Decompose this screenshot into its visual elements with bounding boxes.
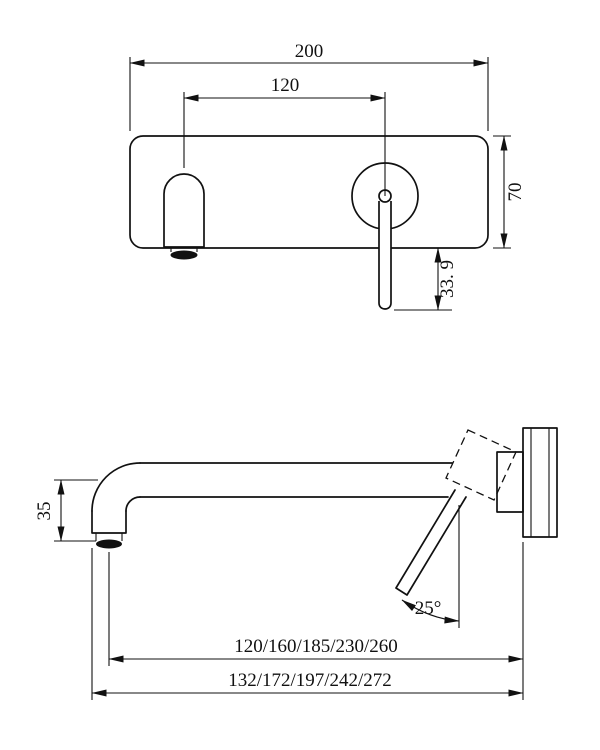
- dim-centre-distance-label: 120: [271, 75, 300, 96]
- outlet-aerator-step: [95, 533, 123, 541]
- dim-spout-reach-label: 120/160/185/230/260: [234, 636, 398, 657]
- dim-spout-reach-extensions: [108, 542, 524, 700]
- spout-aerator-step: [170, 247, 198, 252]
- mounting-plate: [129, 135, 489, 249]
- dim-overall-reach-label: 132/172/197/242/272: [228, 670, 392, 691]
- dim-handle-angle-label: 25°: [415, 598, 442, 619]
- dim-plate-height-label: 70: [505, 183, 526, 202]
- wall-plate-inner-lines: [530, 428, 550, 537]
- dim-outlet-drop: 35: [34, 479, 98, 542]
- dim-plate-height: 70: [493, 135, 526, 249]
- dim-plate-width-label: 200: [295, 41, 324, 62]
- valve-body: [496, 451, 524, 513]
- spout-outlet: [91, 510, 127, 534]
- dim-lever-projection-label: 33. 9: [437, 260, 458, 298]
- outlet-aerator-opening: [96, 539, 122, 549]
- dim-spout-reach: 120/160/185/230/260: [108, 542, 524, 700]
- dim-centre-distance-extensions: [183, 92, 386, 196]
- top-view: 200 120 70 33. 9: [129, 41, 526, 311]
- spout-aerator-opening: [170, 250, 198, 260]
- handle-lever-side: [395, 489, 467, 596]
- spout-tube: [139, 462, 453, 498]
- dim-centre-distance: 120: [183, 75, 386, 196]
- dim-outlet-drop-label: 35: [34, 502, 55, 521]
- wall-plate-section: [522, 427, 558, 538]
- handle-body-rotated-phantom: [445, 429, 517, 501]
- dim-plate-width: 200: [129, 41, 489, 131]
- dim-overall-reach: 132/172/197/242/272: [91, 548, 524, 700]
- side-view: 25° 35 120/160/185/230/260 132/172/197/2…: [34, 427, 558, 700]
- handle-lever-plan: [378, 201, 392, 310]
- spout-plan-outline: [163, 173, 205, 248]
- dim-handle-angle-arc: [401, 599, 460, 624]
- dim-plate-width-extensions: [129, 57, 489, 131]
- spout-elbow: [91, 462, 141, 512]
- dim-handle-angle: 25°: [401, 598, 460, 624]
- dim-lever-projection: 33. 9: [394, 247, 458, 311]
